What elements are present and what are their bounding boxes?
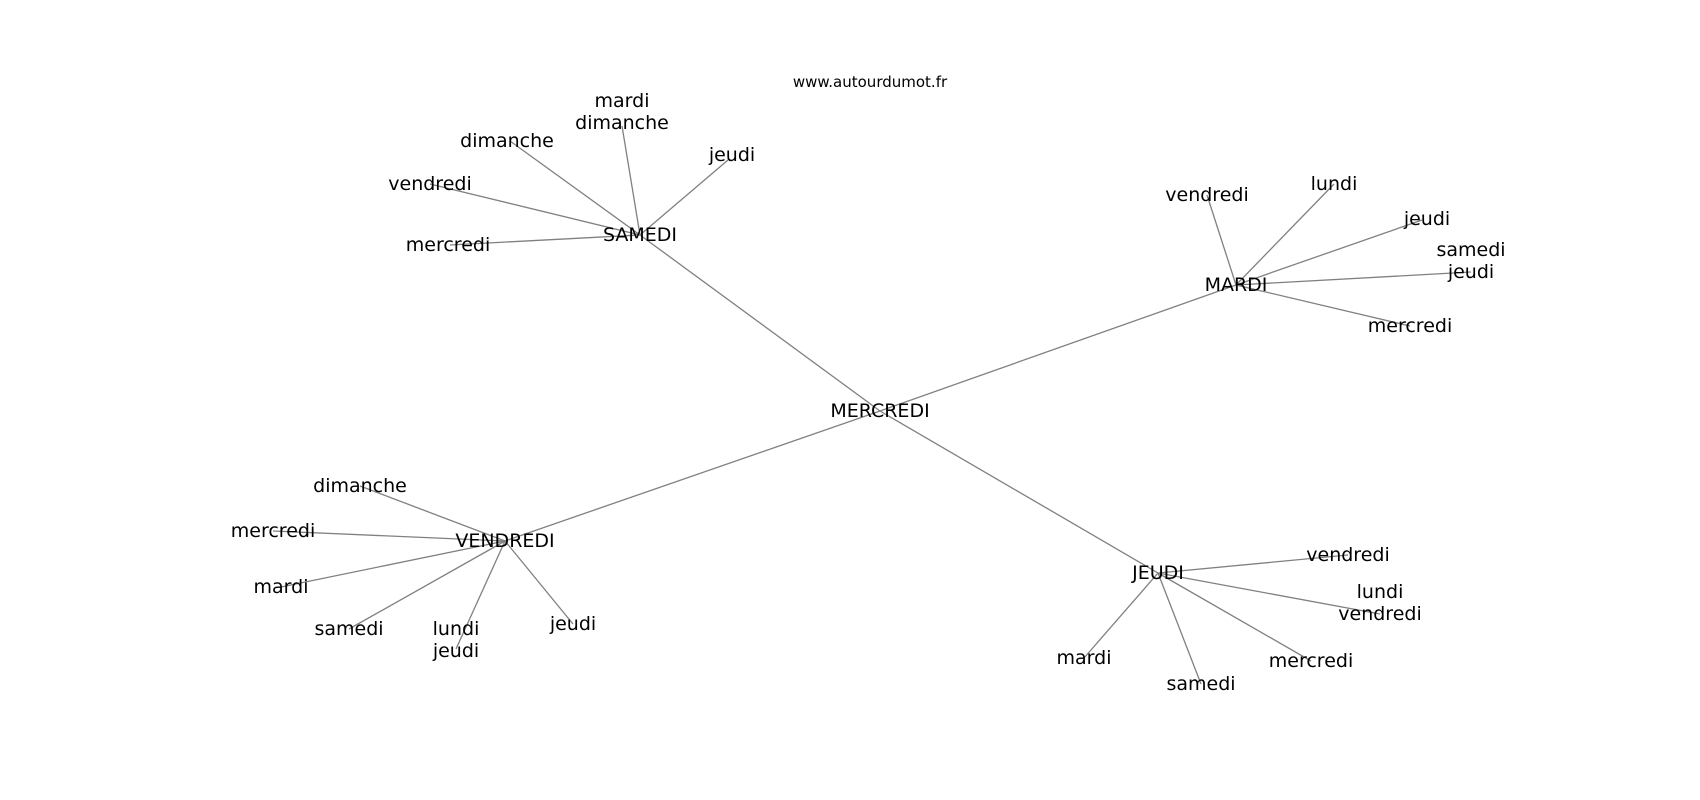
leaf-node-jeudi-samedi: samedi (1166, 673, 1235, 695)
edge-jeudi-vendredi (1157, 554, 1349, 574)
leaf-node-vendredi-mardi: mardi (254, 576, 309, 598)
leaf-node-vendredi-samedi: samedi (314, 618, 383, 640)
hub-node-samedi: SAMEDI (603, 224, 677, 246)
edge-mardi-jeudi (1235, 219, 1423, 286)
leaf-node-mardi-vendredi: vendredi (1165, 184, 1248, 206)
leaf-node-samedi-jeudi: jeudi (708, 144, 755, 166)
leaf-node-mardi-mercredi: mercredi (1368, 315, 1452, 337)
leaf-node-jeudi-vendredi: vendredi (1306, 544, 1389, 566)
hub-node-mardi: MARDI (1205, 274, 1268, 296)
leaf-node-vendredi-jeudi: jeudi (549, 613, 596, 635)
edge-mardi-samedi-jeudi (1235, 271, 1472, 286)
edge-vendredi-lundi-jeudi (455, 540, 506, 650)
leaf-node-vendredi-dimanche: dimanche (313, 475, 407, 497)
leaf-node-samedi-mercredi: mercredi (406, 234, 490, 256)
edge-vendredi-mercredi (272, 530, 506, 542)
edge-jeudi-lundi-vendredi (1157, 572, 1381, 615)
edge-vendredi-dimanche (359, 485, 506, 542)
source-credit: www.autourdumot.fr (793, 73, 948, 91)
edge-root-samedi (639, 234, 881, 412)
leaf-node-mardi-lundi: lundi (1311, 173, 1358, 195)
root-node-label: MERCREDI (830, 400, 929, 422)
leaf-node-jeudi-mercredi: mercredi (1269, 650, 1353, 672)
leaf-node-vendredi-mercredi: mercredi (231, 520, 315, 542)
edge-mardi-lundi (1235, 183, 1335, 286)
edge-root-vendredi (504, 410, 881, 542)
leaf-node-samedi-dimanche: dimanche (460, 130, 554, 152)
edge-jeudi-samedi (1157, 572, 1202, 685)
leaf-node-samedi-vendredi: vendredi (388, 173, 471, 195)
graph-edges (272, 125, 1472, 685)
edge-samedi-dimanche (509, 140, 641, 236)
edge-jeudi-mardi (1083, 572, 1159, 659)
hub-node-vendredi: VENDREDI (455, 530, 554, 552)
graph-labels: MERCREDI SAMEDI mercredi vendredi dimanche ma… (231, 90, 1506, 695)
edge-samedi-jeudi (639, 159, 729, 236)
leaf-node-mardi-jeudi: jeudi (1403, 208, 1450, 230)
edge-samedi-mardi-dimanche (621, 125, 641, 236)
hub-node-jeudi: JEUDI (1131, 562, 1184, 584)
edge-mardi-vendredi (1206, 194, 1237, 286)
edge-mardi-mercredi (1235, 284, 1411, 327)
edge-root-jeudi (879, 410, 1159, 574)
edge-vendredi-jeudi (504, 540, 574, 625)
edge-vendredi-mardi (280, 540, 506, 588)
leaf-node-jeudi-mardi: mardi (1057, 647, 1112, 669)
edge-samedi-mercredi (449, 234, 641, 246)
edge-root-mardi (879, 284, 1237, 412)
edge-vendredi-samedi (348, 540, 506, 630)
edge-samedi-vendredi (429, 183, 641, 236)
edge-jeudi-mercredi (1157, 572, 1312, 662)
